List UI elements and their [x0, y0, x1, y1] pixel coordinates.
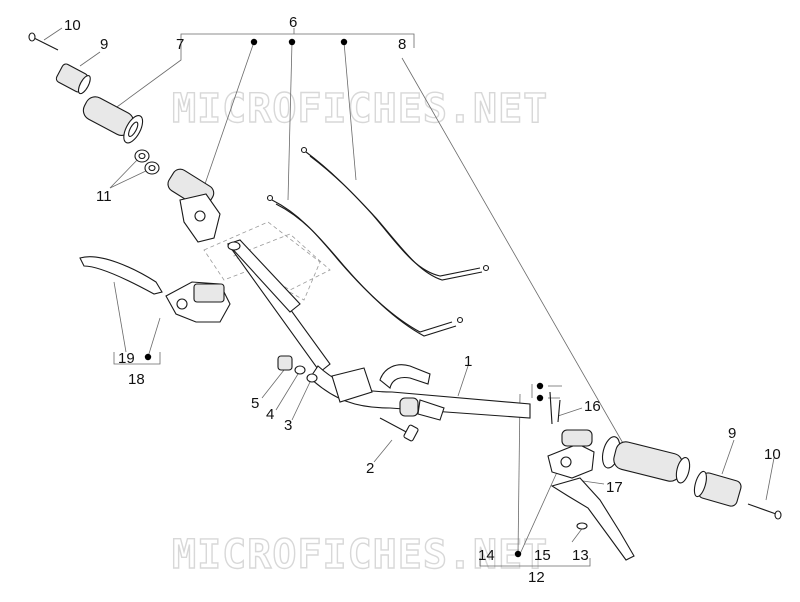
- callout-9-left: 9: [100, 36, 108, 53]
- right-end-bolt: [747, 503, 782, 520]
- throttle-sleeve: [167, 168, 221, 243]
- left-bar-end-weight: [55, 63, 91, 95]
- callout-1: 1: [464, 353, 472, 370]
- callout-11: 11: [96, 188, 112, 205]
- left-brake-lever: [79, 256, 163, 295]
- callout-10-right: 10: [764, 446, 781, 463]
- handlebar: [227, 239, 531, 421]
- mount-spacers: [277, 355, 318, 383]
- right-bar-end-weight: [693, 470, 742, 507]
- throttle-cable-lower: [266, 194, 464, 337]
- callout-15: 15: [534, 547, 551, 564]
- washers: [134, 149, 160, 175]
- callout-17: 17: [606, 479, 623, 496]
- callout-10-left: 10: [64, 17, 81, 34]
- callout-12: 12: [528, 569, 545, 586]
- leader-lines: [43, 27, 775, 567]
- right-brake-lever: [550, 477, 635, 561]
- callout-14: 14: [478, 547, 495, 564]
- callout-13: 13: [572, 547, 589, 564]
- reference-dots: [144, 38, 544, 558]
- right-grip: [601, 436, 691, 484]
- right-master-cylinder: [547, 391, 595, 479]
- callout-18: 18: [128, 371, 145, 388]
- callout-9-right: 9: [728, 425, 736, 442]
- callout-19: 19: [118, 350, 135, 367]
- mount-bolt: [379, 417, 419, 442]
- callout-5: 5: [251, 395, 259, 412]
- callout-2: 2: [366, 460, 374, 477]
- callout-3: 3: [284, 417, 292, 434]
- watermark-bottom: MICROFICHES.NET: [172, 532, 548, 578]
- watermark-top: MICROFICHES.NET: [172, 86, 548, 132]
- callout-7: 7: [176, 36, 184, 53]
- callout-16: 16: [584, 398, 601, 415]
- callout-4: 4: [266, 406, 274, 423]
- callout-6: 6: [289, 14, 297, 31]
- throttle-cable-upper: [300, 146, 490, 281]
- left-end-bolt: [28, 32, 59, 51]
- callout-labels: 10 9 6 7 8 11 19 18 1 5 4 3 2 16 9 10 17…: [64, 14, 781, 586]
- left-grip: [82, 96, 144, 144]
- callout-8: 8: [398, 36, 406, 53]
- left-master-cylinder: [165, 281, 231, 323]
